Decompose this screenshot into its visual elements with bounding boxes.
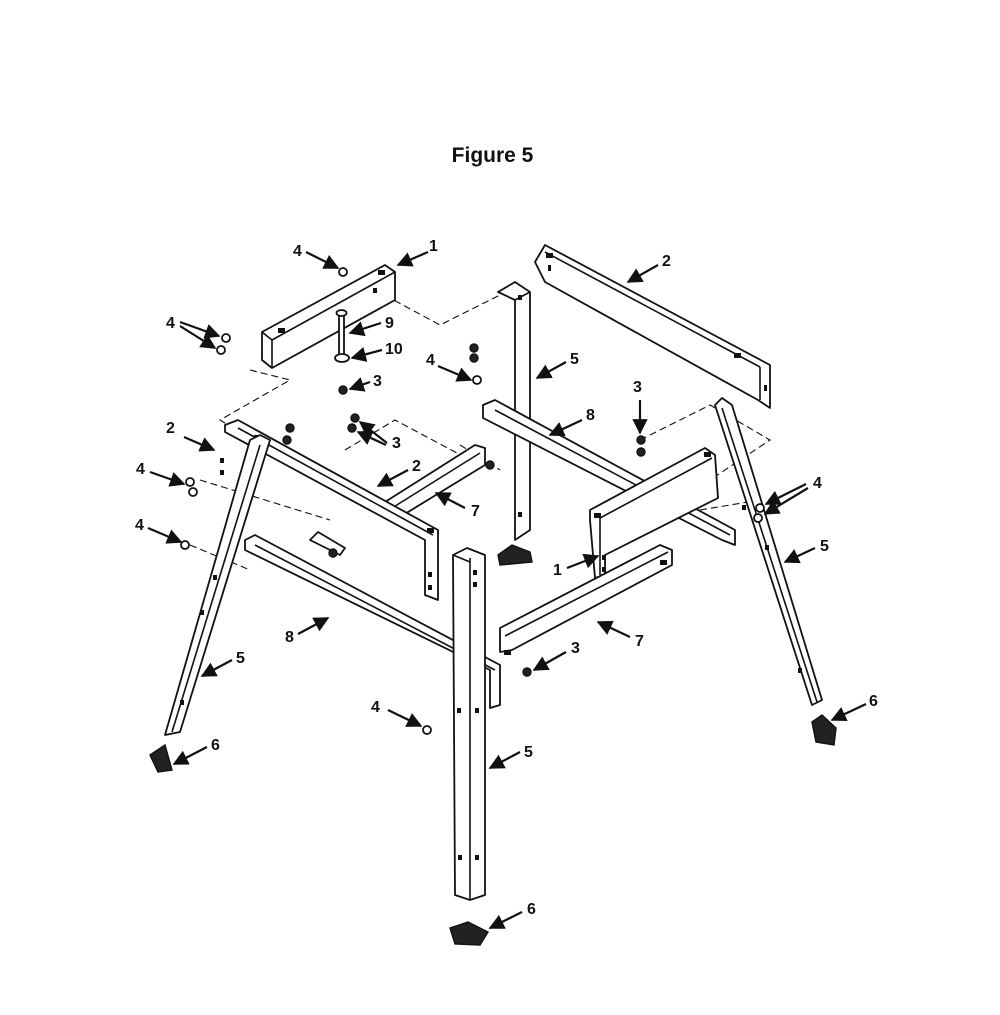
- leader-arrow: [356, 430, 387, 446]
- callout-7: 7: [471, 503, 480, 520]
- leader-arrow: [200, 659, 233, 677]
- callout-10: 10: [385, 341, 403, 358]
- callout-4: 4: [426, 352, 435, 369]
- leader-arrow: [147, 526, 183, 544]
- leader-arrow: [387, 709, 423, 727]
- callout-5: 5: [236, 650, 245, 667]
- corner-bracket-rear-left: [261, 264, 396, 369]
- screw: [338, 267, 348, 277]
- leader-arrow: [532, 651, 567, 671]
- screw: [755, 503, 765, 513]
- leader-arrow: [305, 251, 340, 269]
- nut: [285, 423, 295, 433]
- leader-arrow: [783, 547, 816, 564]
- screw: [188, 487, 198, 497]
- leader-arrow: [376, 469, 409, 487]
- callout-labels: 1 4 2 4 9 10 5 4 3 3 8 2 3 2 4 4 7 4 5 1…: [135, 238, 878, 918]
- callout-4: 4: [293, 243, 302, 260]
- figure-title: Figure 5: [451, 144, 534, 167]
- leg-front-center: [449, 547, 489, 946]
- callout-3: 3: [373, 373, 382, 390]
- nut: [469, 353, 479, 363]
- callout-4: 4: [135, 517, 144, 534]
- corner-bracket-front-right: [589, 447, 719, 579]
- screw: [472, 375, 482, 385]
- leader-arrow: [488, 911, 523, 929]
- nut: [636, 435, 646, 445]
- callout-3: 3: [392, 435, 401, 452]
- callout-6: 6: [869, 693, 878, 710]
- leader-arrow: [297, 617, 330, 635]
- leader-arrow: [434, 492, 466, 509]
- callout-3: 3: [633, 379, 642, 396]
- leader-arrow: [396, 250, 429, 267]
- callout-6: 6: [527, 901, 536, 918]
- leader-arrows: [147, 250, 867, 929]
- nut: [338, 385, 348, 395]
- callout-5: 5: [820, 538, 829, 555]
- screw: [180, 540, 190, 550]
- callout-9: 9: [385, 315, 394, 332]
- screw: [185, 477, 195, 487]
- nut: [347, 423, 357, 433]
- callout-8: 8: [586, 407, 595, 424]
- screw: [753, 513, 763, 523]
- callout-7: 7: [635, 633, 644, 650]
- stretcher-right: [499, 544, 673, 655]
- callout-1: 1: [429, 238, 438, 255]
- callout-1: 1: [553, 562, 562, 579]
- callout-2: 2: [166, 420, 175, 437]
- callout-2: 2: [662, 253, 671, 270]
- leader-arrow: [437, 364, 473, 382]
- leader-arrow: [183, 435, 216, 452]
- leader-arrow: [348, 377, 371, 392]
- leader-arrow: [535, 361, 567, 379]
- callout-5: 5: [570, 351, 579, 368]
- callout-4: 4: [136, 461, 145, 478]
- nut: [350, 413, 360, 423]
- callout-3: 3: [571, 640, 580, 657]
- callout-4: 4: [166, 315, 175, 332]
- screw: [221, 333, 231, 343]
- leg-rear-center: [497, 281, 533, 566]
- leader-arrow: [488, 751, 521, 769]
- leader-arrow: [179, 325, 217, 349]
- leader-arrow: [763, 487, 809, 515]
- callout-4: 4: [813, 475, 822, 492]
- nut: [636, 447, 646, 457]
- callout-8: 8: [285, 629, 294, 646]
- callout-2: 2: [412, 458, 421, 475]
- leader-arrow: [179, 320, 221, 339]
- leader-arrow: [350, 346, 383, 362]
- screw: [422, 725, 432, 735]
- callout-4: 4: [371, 699, 380, 716]
- nut: [282, 435, 292, 445]
- leader-arrow: [548, 419, 583, 437]
- leader-arrow: [172, 746, 208, 765]
- leader-arrow: [596, 620, 631, 638]
- leader-arrow: [149, 470, 186, 487]
- leg-right: [714, 397, 837, 746]
- nut: [469, 343, 479, 353]
- nut: [522, 667, 532, 677]
- hardware-group: [180, 267, 765, 735]
- leader-arrow: [566, 553, 600, 570]
- side-rail-rear-right: [534, 244, 771, 409]
- leader-arrow: [626, 264, 659, 283]
- screw: [216, 345, 226, 355]
- callout-6: 6: [211, 737, 220, 754]
- callout-5: 5: [524, 744, 533, 761]
- washer: [334, 353, 350, 363]
- leader-arrow: [830, 703, 867, 722]
- leader-arrow: [348, 321, 382, 337]
- leg-front-left: [149, 434, 271, 773]
